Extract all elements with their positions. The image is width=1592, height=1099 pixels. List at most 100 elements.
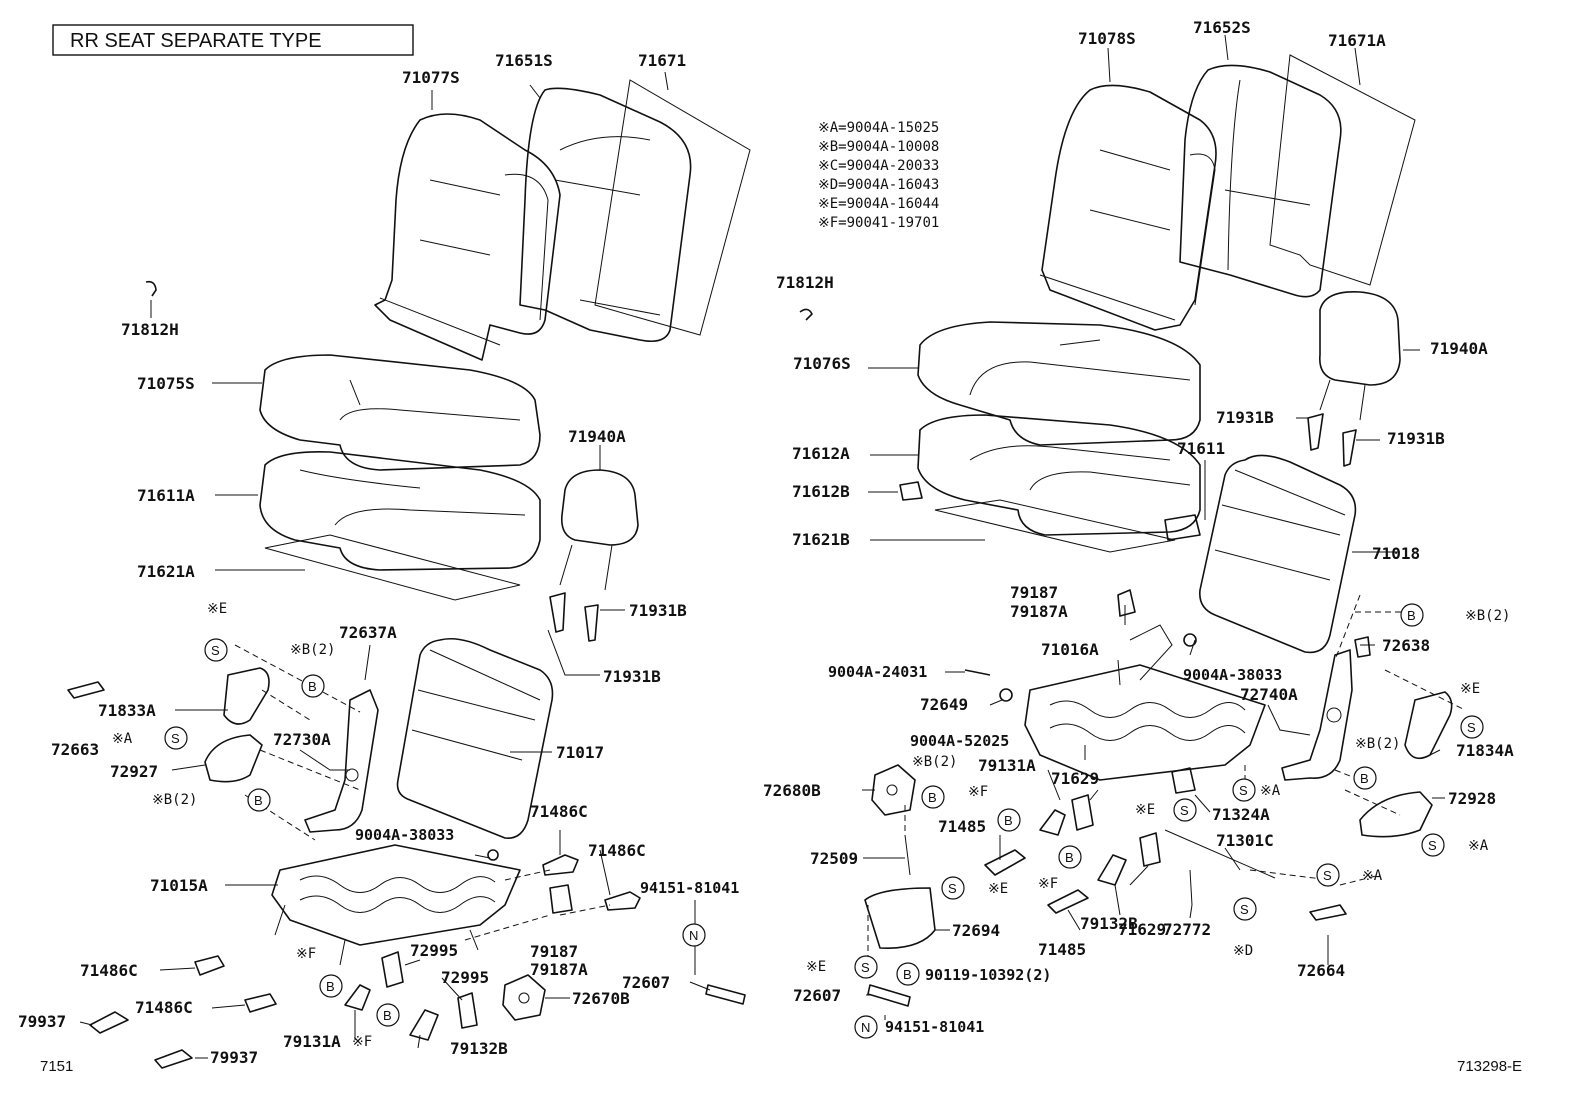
label-72680B: 72680B (763, 781, 821, 800)
label-79132B-right: 79132B (1080, 914, 1138, 933)
sym-b-r4: B (1004, 813, 1013, 828)
label-72995-2: 72995 (441, 968, 489, 987)
label-71812H: 71812H (121, 320, 179, 339)
recliner-bracket-72740A (1281, 649, 1353, 781)
label-79131A-left: 79131A (283, 1032, 341, 1051)
note-e-right-3: ※E (988, 881, 1008, 897)
sym-b-r1: B (1407, 608, 1416, 623)
label-71931B-2: 71931B (603, 667, 661, 686)
pad-71486C-1 (542, 854, 579, 876)
label-79937-1: 79937 (18, 1012, 66, 1031)
label-71931B-1: 71931B (629, 601, 687, 620)
page-code-left: 7151 (40, 1058, 73, 1075)
label-71931B-r1: 71931B (1216, 408, 1274, 427)
sym-s-r4: S (1428, 838, 1437, 853)
link-79132B (409, 1009, 439, 1041)
link-79131A (344, 984, 371, 1011)
seatback-frame-71017 (396, 637, 554, 839)
label-9004A-38033-left: 9004A-38033 (355, 826, 454, 844)
label-79131A-right: 79131A (978, 756, 1036, 775)
label-71076S: 71076S (793, 354, 851, 373)
seatback-cover-71077S (374, 113, 561, 361)
label-79187A-left: 79187A (530, 960, 588, 979)
legend-e: ※E=9004A-16044 (818, 196, 939, 212)
label-72638: 72638 (1382, 636, 1430, 655)
label-79187-right: 79187 (1010, 583, 1058, 602)
label-71485-2: 71485 (1038, 940, 1086, 959)
seat-cushion-pad-71611A (259, 450, 541, 571)
title-box (52, 24, 414, 56)
block-71324A (1171, 767, 1196, 794)
label-72664: 72664 (1297, 961, 1345, 980)
label-79937-2: 79937 (210, 1048, 258, 1067)
page-code-right: 713298-E (1457, 1058, 1522, 1075)
clip-79187 (549, 884, 573, 914)
bolt-9004A-24031 (964, 669, 991, 676)
note-a-left: ※A (112, 731, 133, 747)
sym-s-r2: S (1239, 783, 1248, 798)
sym-b-4: B (383, 1008, 392, 1023)
label-71485-1: 71485 (938, 817, 986, 836)
seat-frame-71016A (1024, 664, 1266, 781)
label-94151-81041-right: 94151-81041 (885, 1018, 984, 1036)
fastener-legend: ※A=9004A-15025 ※B=9004A-10008 ※C=9004A-2… (818, 120, 939, 231)
seat-cushion-cover-71076S (917, 321, 1201, 446)
label-9004A-52025: 9004A-52025 (910, 732, 1009, 750)
label-9004A-38033-right: 9004A-38033 (1183, 666, 1282, 684)
hook-71812H-right (799, 308, 813, 321)
pad-71486C-2 (604, 891, 641, 911)
note-f-right-1: ※F (968, 784, 988, 800)
label-72928: 72928 (1448, 789, 1496, 808)
note-a-right-2: ※A (1468, 838, 1489, 854)
label-71812H-right: 71812H (776, 273, 834, 292)
sym-b-r5: B (1065, 850, 1074, 865)
cover-71629-1 (1071, 794, 1094, 831)
sym-b-r6: B (903, 967, 912, 982)
seatback-pad-71652S (1179, 64, 1342, 298)
label-9004A-24031: 9004A-24031 (828, 663, 927, 681)
seat-cushion-pad-71612A (917, 414, 1201, 536)
sym-n-1: N (689, 928, 698, 943)
headrest-71940A-right (1318, 291, 1401, 386)
recliner-bracket-72730A (304, 689, 379, 833)
sym-s-r8: S (861, 960, 870, 975)
seatback-board-71671 (594, 79, 751, 336)
cover-72995-2 (457, 992, 478, 1029)
pocket-72694 (864, 887, 936, 949)
label-71629-2: 71629 (1118, 920, 1166, 939)
label-71078S: 71078S (1078, 29, 1136, 48)
cap-79937-1 (89, 1011, 129, 1034)
label-79187A-right: 79187A (1010, 602, 1068, 621)
label-71075S: 71075S (137, 374, 195, 393)
cap-79937-2 (154, 1049, 193, 1069)
left-seat-assembly: S B S B N B B ※E ※B(2) ※A ※B(2) ※F ※F 71… (18, 51, 751, 1069)
sym-n-r1: N (861, 1020, 870, 1035)
sym-s-1: S (211, 643, 220, 658)
plate-72607-right (867, 984, 911, 1007)
cap-71485-1 (984, 849, 1026, 876)
seat-sheet-71621B (934, 499, 1176, 553)
label-79187-left: 79187 (530, 942, 578, 961)
clip-79187-right (1117, 589, 1136, 617)
label-71017: 71017 (556, 743, 604, 762)
headrest-guide-2 (584, 604, 599, 642)
seat-sheet-71621A (264, 534, 521, 601)
block-71611 (1164, 514, 1201, 541)
bracket-72670B (502, 974, 546, 1021)
headrest-guide-1 (549, 592, 566, 633)
seatback-board-71671A (1269, 54, 1416, 286)
seat-frame-71015A (271, 844, 521, 946)
label-71651S: 71651S (495, 51, 553, 70)
note-e-right-1: ※E (1460, 681, 1480, 697)
cover-72663 (67, 681, 105, 699)
note-e-left: ※E (207, 601, 227, 617)
sym-s-r6: S (948, 881, 957, 896)
label-72995-1: 72995 (410, 941, 458, 960)
label-71018: 71018 (1372, 544, 1420, 563)
label-72509: 72509 (810, 849, 858, 868)
label-94151-81041-left: 94151-81041 (640, 879, 739, 897)
cable-71301C (1164, 829, 1276, 879)
plate-72607 (705, 984, 746, 1005)
bracket-72680B (871, 764, 916, 816)
label-71931B-r2: 71931B (1387, 429, 1445, 448)
